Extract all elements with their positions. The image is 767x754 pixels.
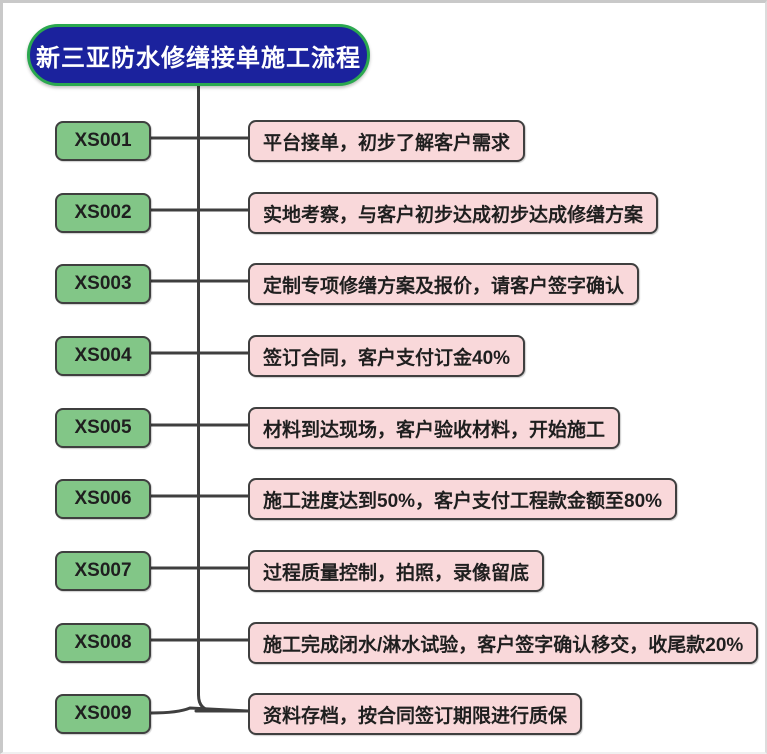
step-desc-label: 签订合同，客户支付订金40% xyxy=(263,347,511,369)
step-code-node-xs004[interactable]: XS004 xyxy=(55,336,151,376)
step-code-label: XS003 xyxy=(74,273,132,294)
step-code-node-xs001[interactable]: XS001 xyxy=(55,121,151,161)
step-desc-node-xs008[interactable]: 施工完成闭水/淋水试验，客户签字确认移交，收尾款20% xyxy=(248,622,759,664)
flow-title-node[interactable]: 新三亚防水修缮接单施工流程 xyxy=(27,24,370,86)
step-code-node-xs003[interactable]: XS003 xyxy=(55,264,151,304)
step-desc-label: 过程质量控制，拍照，录像留底 xyxy=(263,562,530,584)
step-desc-label: 材料到达现场，客户验收材料，开始施工 xyxy=(263,419,606,441)
step-code-node-xs008[interactable]: XS008 xyxy=(55,623,151,663)
step-desc-node-xs004[interactable]: 签订合同，客户支付订金40% xyxy=(248,335,526,377)
flow-title-text: 新三亚防水修缮接单施工流程 xyxy=(36,44,361,72)
step-desc-node-xs006[interactable]: 施工进度达到50%，客户支付工程款金额至80% xyxy=(248,478,678,520)
connector-branch xyxy=(149,706,250,715)
step-code-node-xs007[interactable]: XS007 xyxy=(55,551,151,591)
step-desc-node-xs002[interactable]: 实地考察，与客户初步达成初步达成修缮方案 xyxy=(248,192,659,234)
step-desc-label: 定制专项修缮方案及报价，请客户签字确认 xyxy=(263,275,625,297)
step-code-label: XS009 xyxy=(74,703,132,724)
step-code-label: XS004 xyxy=(74,345,132,366)
step-desc-label: 施工进度达到50%，客户支付工程款金额至80% xyxy=(263,490,663,512)
step-code-label: XS005 xyxy=(74,417,132,438)
step-desc-label: 实地考察，与客户初步达成初步达成修缮方案 xyxy=(263,204,644,226)
connector-spine xyxy=(197,83,217,713)
step-code-label: XS007 xyxy=(74,560,132,581)
step-code-label: XS002 xyxy=(74,202,132,223)
step-desc-node-xs003[interactable]: 定制专项修缮方案及报价，请客户签字确认 xyxy=(248,263,640,305)
step-code-node-xs005[interactable]: XS005 xyxy=(55,408,151,448)
step-code-label: XS001 xyxy=(74,130,132,151)
step-code-label: XS006 xyxy=(74,488,132,509)
step-code-node-xs009[interactable]: XS009 xyxy=(55,694,151,734)
step-desc-node-xs009[interactable]: 资料存档，按合同签订期限进行质保 xyxy=(248,693,583,735)
step-code-node-xs002[interactable]: XS002 xyxy=(55,193,151,233)
step-desc-node-xs007[interactable]: 过程质量控制，拍照，录像留底 xyxy=(248,550,545,592)
step-desc-label: 平台接单，初步了解客户需求 xyxy=(263,132,511,154)
step-desc-node-xs005[interactable]: 材料到达现场，客户验收材料，开始施工 xyxy=(248,407,621,449)
step-code-label: XS008 xyxy=(74,632,132,653)
step-desc-node-xs001[interactable]: 平台接单，初步了解客户需求 xyxy=(248,120,526,162)
step-desc-label: 资料存档，按合同签订期限进行质保 xyxy=(263,705,568,727)
step-desc-label: 施工完成闭水/淋水试验，客户签字确认移交，收尾款20% xyxy=(263,634,744,656)
step-code-node-xs006[interactable]: XS006 xyxy=(55,479,151,519)
